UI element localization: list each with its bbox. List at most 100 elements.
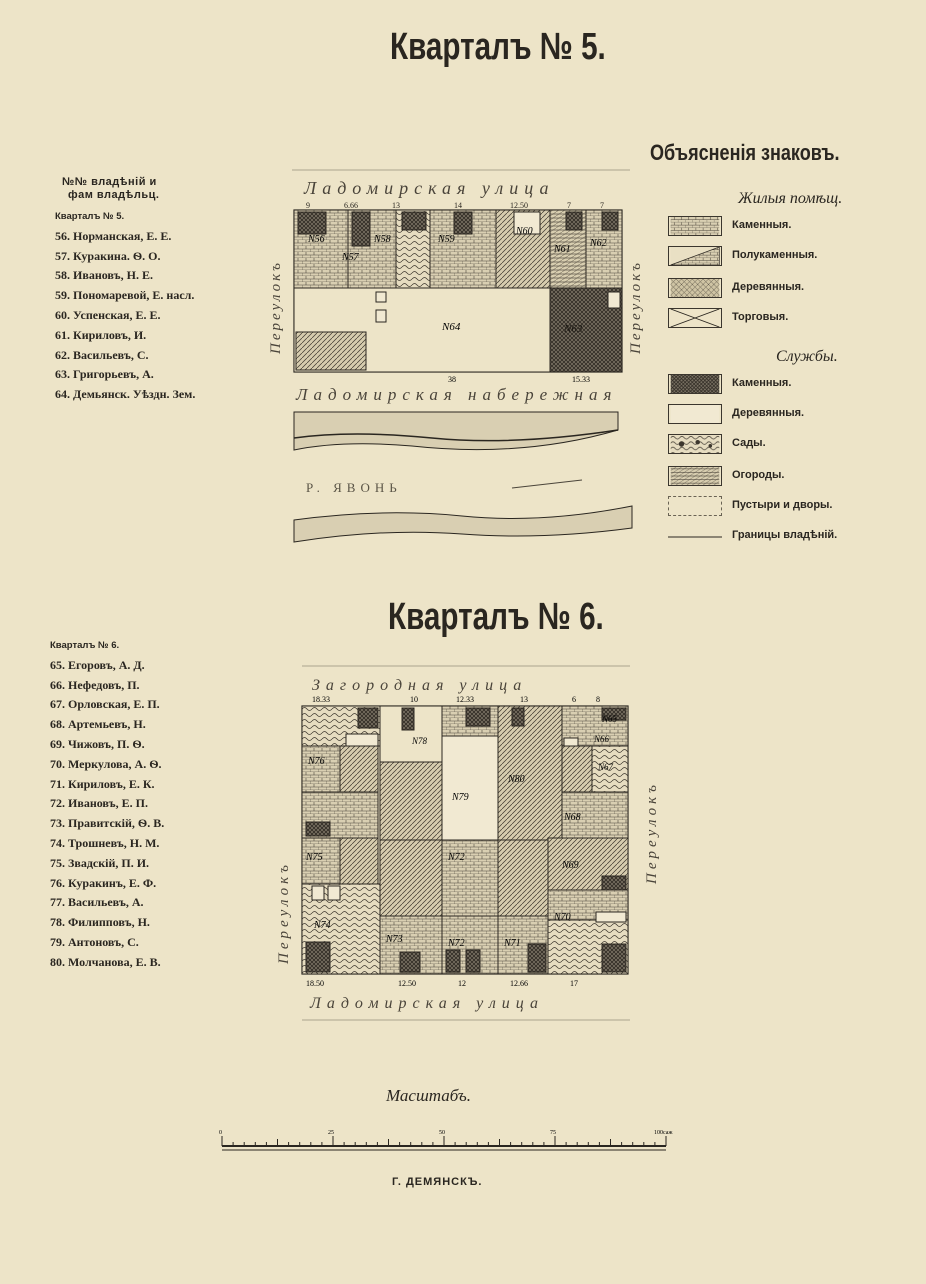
owner-name: Правитскій, Ѳ. В. bbox=[68, 816, 165, 831]
legend-item-vegetable: Огороды. bbox=[668, 466, 858, 488]
owner-row: 58. Ивановъ, Н. Е. bbox=[55, 266, 295, 286]
owner-row: 77. Васильевъ, А. bbox=[50, 893, 290, 913]
owner-number: 76. bbox=[50, 875, 65, 890]
scale-tick-0: 0 bbox=[219, 1130, 222, 1136]
owner-number: 60. bbox=[55, 307, 70, 322]
plot6-73: N73 bbox=[385, 934, 403, 945]
owner-row: 80. Молчанова, Е. В. bbox=[50, 953, 290, 973]
owner-number: 68. bbox=[50, 717, 65, 732]
dim6-0: 18.33 bbox=[312, 695, 330, 704]
owner-row: 70. Меркулова, А. Ѳ. bbox=[50, 755, 290, 775]
owners-header-line2: фам владѣльц. bbox=[68, 189, 160, 201]
legend-item-wooden: Деревянныя. bbox=[668, 278, 858, 300]
owner-row: 69. Чижовъ, П. Ѳ. bbox=[50, 735, 290, 755]
block5-title: Кварталъ № 5. bbox=[390, 26, 606, 68]
legend-label: Каменныя. bbox=[732, 219, 792, 231]
block6-map: Загородная улица 18.33 10 12.33 13 6 8 bbox=[276, 665, 660, 1021]
owner-number: 75. bbox=[50, 855, 65, 870]
plot6-67: N67 bbox=[597, 762, 614, 772]
plot6-80: N80 bbox=[507, 774, 525, 785]
dim5-b0: 38 bbox=[448, 375, 456, 384]
block5-owners-list: Кварталъ № 5. 56. Норманская, Е. Е.57. К… bbox=[55, 207, 295, 405]
owner-row: 65. Егоровъ, А. Д. bbox=[50, 656, 290, 676]
street-bottom-6: Ладомирская улица bbox=[309, 995, 544, 1012]
legend-residential-title: Жилыя помѣщ. bbox=[738, 190, 843, 207]
owner-name: Куракинъ, Е. Ф. bbox=[68, 875, 157, 890]
swatch-wasteland-icon bbox=[668, 496, 722, 516]
swatch-trade-icon bbox=[668, 308, 722, 328]
plot6-69: N69 bbox=[561, 860, 579, 871]
dim5-2: 13 bbox=[392, 201, 400, 210]
owner-number: 80. bbox=[50, 954, 65, 969]
plot6-71: N71 bbox=[503, 938, 521, 949]
scale-title: Масштабъ. bbox=[386, 1086, 471, 1105]
dim5-3: 14 bbox=[454, 201, 462, 210]
side-left-6: Переулокъ bbox=[276, 861, 292, 965]
legend-title: Объясненія знаковъ. bbox=[650, 140, 840, 165]
legend-item-halfstone: Полукаменныя. bbox=[668, 246, 858, 268]
dim6-b4: 17 bbox=[570, 979, 578, 988]
block5-owners: №№ владѣній и фам владѣльц. bbox=[60, 176, 280, 202]
owner-name: Норманская, Е. Е. bbox=[73, 228, 172, 243]
plot6-75: N75 bbox=[305, 852, 323, 863]
plot6-66: N66 bbox=[593, 734, 610, 744]
scale-tick-25: 25 bbox=[328, 1130, 334, 1136]
plot6-72: N72 bbox=[447, 852, 465, 863]
dim6-5: 8 bbox=[596, 695, 600, 704]
street-top-5: Ладомирская улица bbox=[303, 178, 555, 198]
owner-row: 68. Артемьевъ, Н. bbox=[50, 715, 290, 735]
owner-name: Григорьевъ, А. bbox=[73, 367, 154, 382]
legend-label: Пустыри и дворы. bbox=[732, 499, 833, 511]
dim6-b0: 18.50 bbox=[306, 979, 324, 988]
owner-name: Успенская, Е. Е. bbox=[73, 307, 161, 322]
owner-number: 67. bbox=[50, 697, 65, 712]
owner-number: 73. bbox=[50, 816, 65, 831]
owner-name: Ивановъ, Н. Е. bbox=[73, 268, 153, 283]
plot6-76: N76 bbox=[307, 756, 325, 767]
plot5-64: N64 bbox=[441, 321, 461, 333]
legend-item-stone: Каменныя. bbox=[668, 216, 858, 238]
legend-label: Деревянныя. bbox=[732, 407, 805, 419]
legend: Жилыя помѣщ. Каменныя. Полукаменныя. Дер… bbox=[668, 190, 878, 560]
owner-name: Орловская, Е. П. bbox=[68, 697, 160, 712]
side-right-5: Переулокъ bbox=[628, 260, 644, 355]
owner-name: Артемьевъ, Н. bbox=[68, 717, 146, 732]
plot5-59: N59 bbox=[437, 234, 455, 245]
plot5-57: N57 bbox=[341, 252, 360, 263]
scale-tick-75: 75 bbox=[550, 1130, 556, 1136]
owner-name: Звадскій, П. И. bbox=[68, 855, 150, 870]
owner-row: 78. Филипповъ, Н. bbox=[50, 913, 290, 933]
legend-label: Торговыя. bbox=[732, 311, 789, 323]
plot6-78: N78 bbox=[411, 736, 428, 746]
legend-label: Сады. bbox=[732, 437, 766, 449]
owner-number: 58. bbox=[55, 268, 70, 283]
owner-row: 60. Успенская, Е. Е. bbox=[55, 306, 295, 326]
owner-number: 65. bbox=[50, 657, 65, 672]
dim6-1: 10 bbox=[410, 695, 418, 704]
owner-row: 63. Григорьевъ, А. bbox=[55, 365, 295, 385]
owner-name: Чижовъ, П. Ѳ. bbox=[68, 736, 145, 751]
owner-name: Кириловъ, Е. К. bbox=[68, 776, 155, 791]
legend-item-trade: Торговыя. bbox=[668, 308, 858, 330]
owner-name: Молчанова, Е. В. bbox=[68, 954, 161, 969]
plot6-65: N65 bbox=[601, 714, 618, 724]
owner-name: Филипповъ, Н. bbox=[68, 915, 150, 930]
owner-name: Егоровъ, А. Д. bbox=[68, 657, 145, 672]
dim6-2: 12.33 bbox=[456, 695, 474, 704]
owner-number: 59. bbox=[55, 288, 70, 303]
owners-header-line1: №№ владѣній и bbox=[62, 176, 157, 188]
owner-row: 75. Звадскій, П. И. bbox=[50, 854, 290, 874]
owner-number: 63. bbox=[55, 367, 70, 382]
owner-name: Нефедовъ, П. bbox=[68, 677, 140, 692]
legend-item-garden: Сады. bbox=[668, 434, 858, 456]
owner-row: 79. Антоновъ, С. bbox=[50, 933, 290, 953]
swatch-service-stone-icon bbox=[668, 374, 722, 394]
owner-number: 64. bbox=[55, 387, 70, 402]
owner-name: Васильевъ, А. bbox=[68, 895, 144, 910]
swatch-boundary-icon bbox=[668, 536, 722, 538]
swatch-stone-icon bbox=[668, 216, 722, 236]
dim5-0: 9 bbox=[306, 201, 310, 210]
legend-item-wasteland: Пустыри и дворы. bbox=[668, 496, 858, 518]
owner-number: 79. bbox=[50, 934, 65, 949]
owner-number: 74. bbox=[50, 835, 65, 850]
